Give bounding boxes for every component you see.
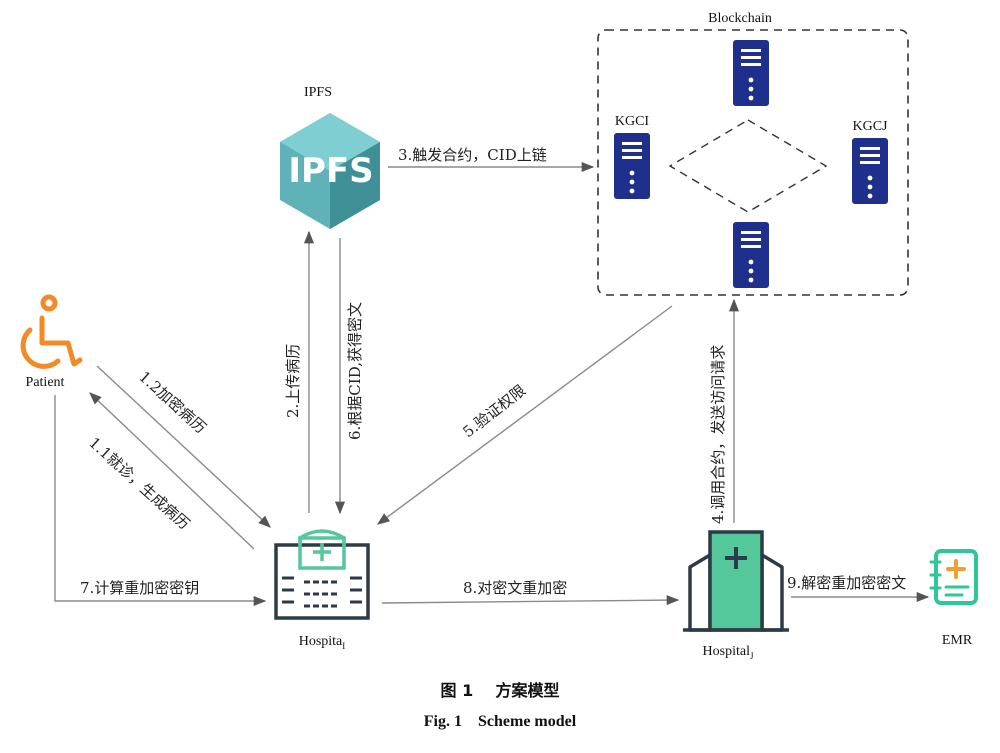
ipfs-logo-text: IPFS (288, 151, 373, 191)
patient-label: Patient (26, 375, 65, 390)
hospital-j-icon (683, 530, 789, 632)
edge-label-1-2: 1.2加密病历 (135, 368, 209, 437)
server-icon-bottom (733, 222, 769, 288)
emr-label: EMR (942, 633, 973, 648)
hospital-i-icon (274, 529, 370, 620)
server-icon-kgcj (852, 138, 888, 204)
edge-label-1-1: 1.1就诊，生成病历 (85, 434, 193, 534)
blockchain-diamond (668, 119, 828, 213)
hospital-j-label: HospitalJ (703, 644, 754, 661)
arrow-1-1 (89, 392, 255, 550)
server-icon-kgci (614, 133, 650, 199)
caption-cn: 图 1 方案模型 (441, 681, 560, 700)
edge-label-3: 3.触发合约，CID上链 (398, 146, 547, 164)
hospital-i-label: HospitaI (299, 634, 346, 651)
server-icon-top (733, 40, 769, 106)
edge-label-8: 8.对密文重加密 (463, 579, 567, 597)
blockchain-container (597, 29, 909, 296)
edge-label-5: 5.验证权限 (459, 381, 529, 441)
kgci-label: KGCI (615, 114, 650, 129)
ipfs-title: IPFS (304, 85, 332, 100)
arrow-7 (54, 395, 267, 607)
edge-label-4: 4.调用合约，发送访问请求 (709, 345, 727, 524)
caption-en: Fig. 1 Scheme model (424, 713, 577, 730)
kgcj-label: KGCJ (852, 119, 888, 134)
ipfs-cube-icon: IPFS (280, 113, 380, 229)
wheelchair-icon (20, 294, 83, 369)
edge-label-7: 7.计算重加密密钥 (80, 579, 199, 597)
arrow-5 (376, 305, 673, 525)
arrow-8 (381, 595, 680, 606)
emr-document-icon (929, 549, 978, 605)
arrow-1-2 (96, 365, 271, 528)
edge-label-2: 2.上传病历 (284, 344, 302, 418)
edge-label-9: 9.解密重加密密文 (787, 574, 906, 592)
blockchain-label: Blockchain (708, 11, 772, 26)
edge-label-6: 6.根据CID,获得密文 (346, 302, 364, 440)
